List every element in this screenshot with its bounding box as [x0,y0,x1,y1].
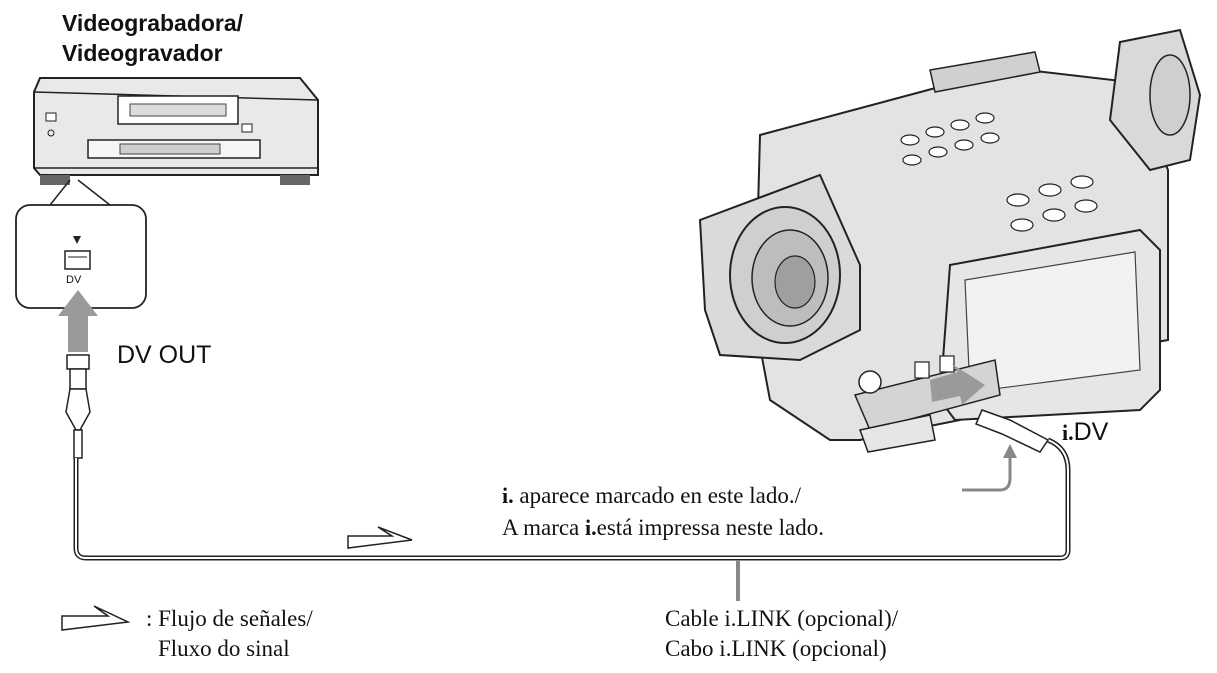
vcr-title-line1: Videograbadora/ [62,10,244,36]
legend-line2: Fluxo do sinal [158,636,290,661]
dv-out-label: DV OUT [117,341,212,369]
signal-flow-legend: : Flujo de señales/ Fluxo do sinal [146,604,313,664]
vcr-dv-port-callout [15,179,147,309]
camcorder-port-label: DV [1073,418,1109,446]
camcorder-illustration [698,28,1202,453]
camcorder-dv-label: i.DV [1062,418,1108,447]
vcr-title: Videograbadora/ Videogravador [62,8,243,68]
cable-note-line2: Cabo i.LINK (opcional) [665,636,887,661]
cable-note-line1: Cable i.LINK (opcional)/ [665,606,899,631]
dv-out-arrow-icon [58,290,98,352]
mark-pointer [962,455,1012,492]
vcr-title-line2: Videogravador [62,40,223,66]
triangle-marker-icon [73,236,81,244]
ilink-icon: i. [502,483,514,508]
ilink-icon: i. [1062,420,1074,445]
cable-note: Cable i.LINK (opcional)/ Cabo i.LINK (op… [665,604,898,664]
dv-port-icon [64,250,91,270]
legend-signal-flow-icon [61,605,131,631]
mark-note: i. aparece marcado en este lado./ A marc… [502,480,824,544]
ilink-icon: i. [585,515,597,540]
legend-line1: : Flujo de señales/ [146,606,313,631]
signal-flow-icon [347,526,413,549]
right-ilink-plug [975,409,1050,453]
left-ilink-plug [65,354,91,459]
vcr-illustration [33,77,319,185]
mark-note-line1: i. aparece marcado en este lado./ [502,483,801,508]
dv-in-arrow-icon [930,364,985,405]
mark-note-line2: A marca i.está impressa neste lado. [502,515,825,540]
vcr-port-label: DV [66,274,82,286]
